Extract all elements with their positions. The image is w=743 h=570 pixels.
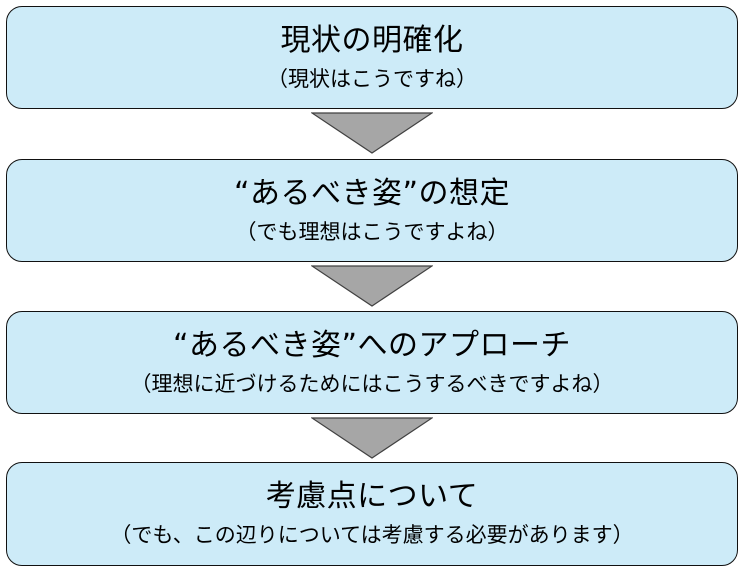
step-subtitle: （でも、この辺りについては考慮する必要があります）: [110, 523, 634, 547]
down-arrow-icon: [311, 417, 433, 459]
step-current-state: 現状の明確化 （現状はこうですね）: [6, 6, 738, 109]
step-title: “あるべき姿”の想定: [233, 175, 511, 211]
step-subtitle: （現状はこうですね）: [267, 66, 477, 91]
step-title: 現状の明確化: [280, 22, 464, 58]
step-ideal-state: “あるべき姿”の想定 （でも理想はこうですよね）: [6, 159, 738, 262]
step-subtitle: （でも理想はこうですよね）: [235, 219, 509, 244]
step-approach: “あるべき姿”へのアプローチ （理想に近づけるためにはこうするべきですよね）: [6, 311, 738, 414]
step-subtitle: （理想に近づけるためにはこうするべきですよね）: [130, 371, 614, 396]
down-arrow-icon: [311, 112, 433, 154]
step-title: 考慮点について: [265, 479, 479, 514]
down-arrow-icon: [311, 265, 433, 307]
step-title: “あるべき姿”へのアプローチ: [172, 327, 572, 363]
step-considerations: 考慮点について （でも、この辺りについては考慮する必要があります）: [6, 462, 738, 566]
